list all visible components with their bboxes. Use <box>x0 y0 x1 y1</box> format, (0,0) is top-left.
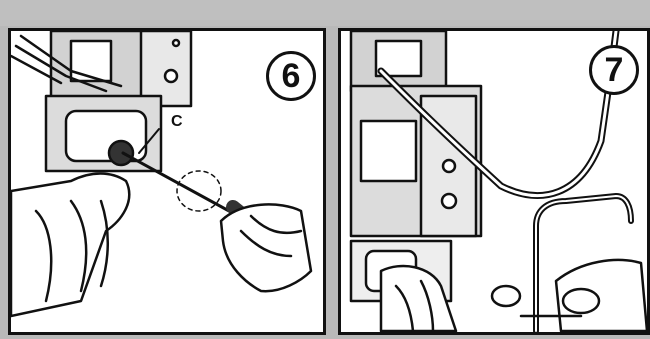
step-number-badge: 6 <box>266 51 316 101</box>
step-number-badge: 7 <box>589 45 639 95</box>
callout-label-c: C <box>171 113 183 131</box>
scanned-background-strip <box>0 0 650 26</box>
step-6-panel: 6 C <box>8 28 326 335</box>
step-7-panel: 7 <box>338 28 650 335</box>
